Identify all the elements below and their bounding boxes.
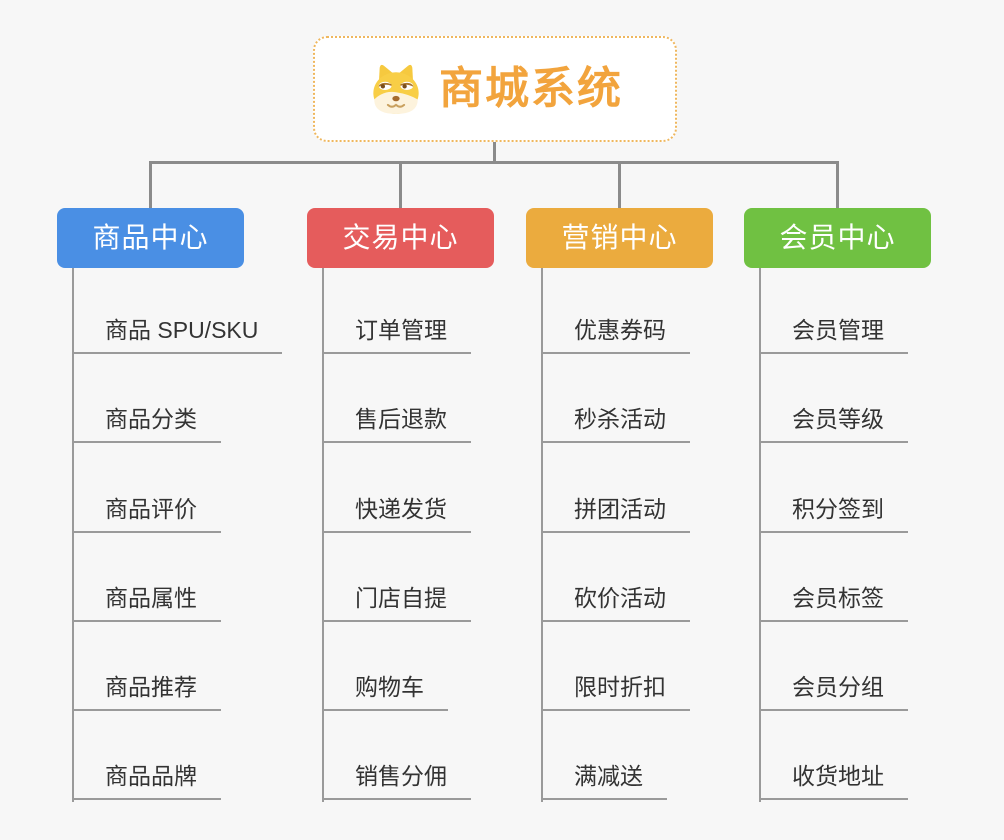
leaf-node[interactable]: 积分签到 [759,495,908,533]
leaf-node[interactable]: 满减送 [541,762,667,800]
leaf-node[interactable]: 秒杀活动 [541,405,690,443]
branch-spine-product [72,268,74,802]
leaf-node[interactable]: 会员等级 [759,405,908,443]
branch-label: 营销中心 [561,222,678,253]
branch-header-member-center[interactable]: 会员中心 [744,208,931,268]
leaf-node[interactable]: 商品推荐 [72,673,221,711]
connector-drop-product [149,161,152,210]
leaf-node[interactable]: 会员分组 [759,673,908,711]
branch-label: 交易中心 [342,222,459,253]
leaf-node[interactable]: 会员标签 [759,584,908,622]
leaf-node[interactable]: 会员管理 [759,316,908,354]
leaf-node[interactable]: 限时折扣 [541,673,690,711]
branch-header-product-center[interactable]: 商品中心 [57,208,244,268]
leaf-node[interactable]: 优惠券码 [541,316,690,354]
leaf-node[interactable]: 商品属性 [72,584,221,622]
branch-spine-member [759,268,761,802]
leaf-node[interactable]: 订单管理 [322,316,471,354]
branch-label: 会员中心 [779,222,896,253]
leaf-node[interactable]: 收货地址 [759,762,908,800]
branch-label: 商品中心 [92,222,209,253]
leaf-node[interactable]: 商品品牌 [72,762,221,800]
branch-header-trade-center[interactable]: 交易中心 [307,208,494,268]
connector-bus [149,161,839,164]
leaf-node[interactable]: 销售分佣 [322,762,471,800]
branch-header-marketing-center[interactable]: 营销中心 [526,208,713,268]
branch-spine-trade [322,268,324,802]
root-node[interactable]: 商城系统 [313,36,677,142]
leaf-node[interactable]: 商品 SPU/SKU [72,316,283,354]
connector-root-drop [493,142,496,163]
branch-spine-marketing [541,268,543,802]
leaf-node[interactable]: 购物车 [322,673,448,711]
leaf-node[interactable]: 商品分类 [72,405,221,443]
connector-drop-trade [399,161,402,210]
doge-icon [373,64,419,114]
connector-drop-member [836,161,839,210]
leaf-node[interactable]: 售后退款 [322,405,471,443]
leaf-node[interactable]: 拼团活动 [541,495,690,533]
root-title: 商城系统 [439,64,623,113]
leaf-node[interactable]: 商品评价 [72,495,221,533]
leaf-node[interactable]: 快递发货 [322,495,471,533]
leaf-node[interactable]: 砍价活动 [541,584,690,622]
connector-drop-marketing [618,161,621,210]
leaf-node[interactable]: 门店自提 [322,584,471,622]
